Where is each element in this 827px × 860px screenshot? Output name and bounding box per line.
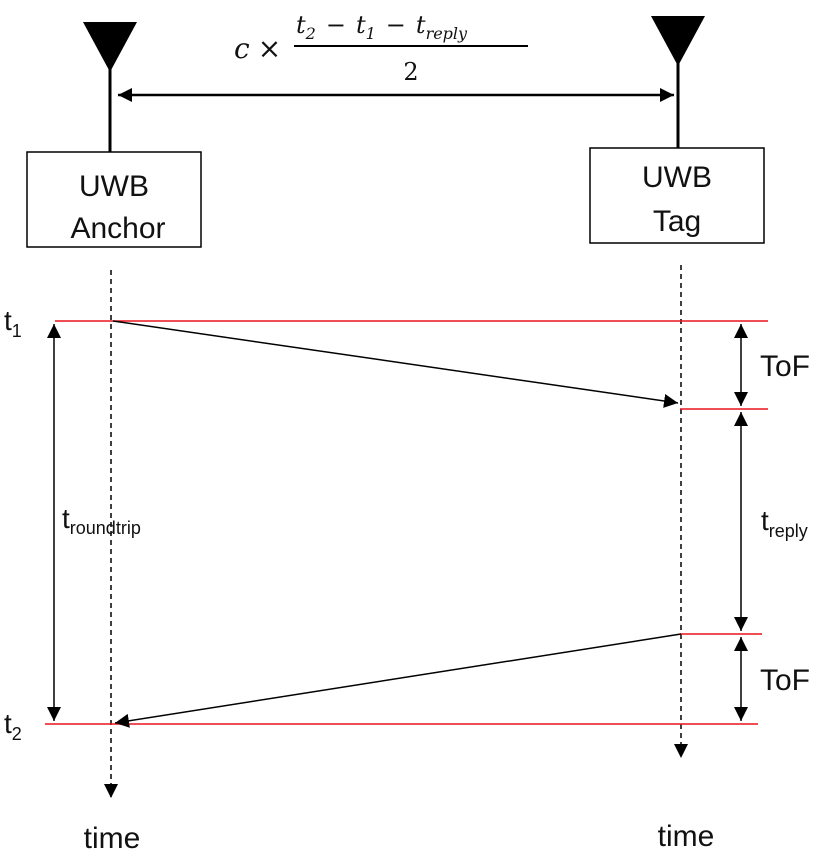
tag-line2: Tag [653, 205, 701, 238]
tag-antenna-icon [651, 16, 705, 148]
uwb-tag-box: UWB Tag [589, 147, 765, 244]
t2-label: t2 [4, 708, 22, 744]
response-message-arrow [114, 633, 682, 728]
anchor-line2: Anchor [70, 212, 165, 245]
tag-line1: UWB [642, 161, 712, 194]
distance-formula: c× t2−t1−treply 2 [234, 11, 528, 86]
svg-text:c×: c× [234, 32, 281, 65]
anchor-time-label: time [84, 822, 141, 855]
t1-label: t1 [4, 305, 22, 341]
anchor-line1: UWB [79, 170, 149, 203]
svg-text:t2−t1−treply: t2−t1−treply [296, 11, 468, 43]
tag-time-label: time [658, 820, 715, 853]
treply-label: treply [761, 505, 808, 541]
timing-lines [45, 320, 768, 725]
troundtrip-label: troundtrip [62, 503, 141, 538]
tof-top-label: ToF [760, 350, 810, 383]
tof-bottom-label: ToF [760, 664, 810, 697]
svg-text:2: 2 [403, 58, 418, 86]
anchor-antenna-icon [83, 22, 137, 152]
uwb-anchor-box: UWB Anchor [26, 151, 202, 248]
poll-message-arrow [112, 320, 679, 408]
